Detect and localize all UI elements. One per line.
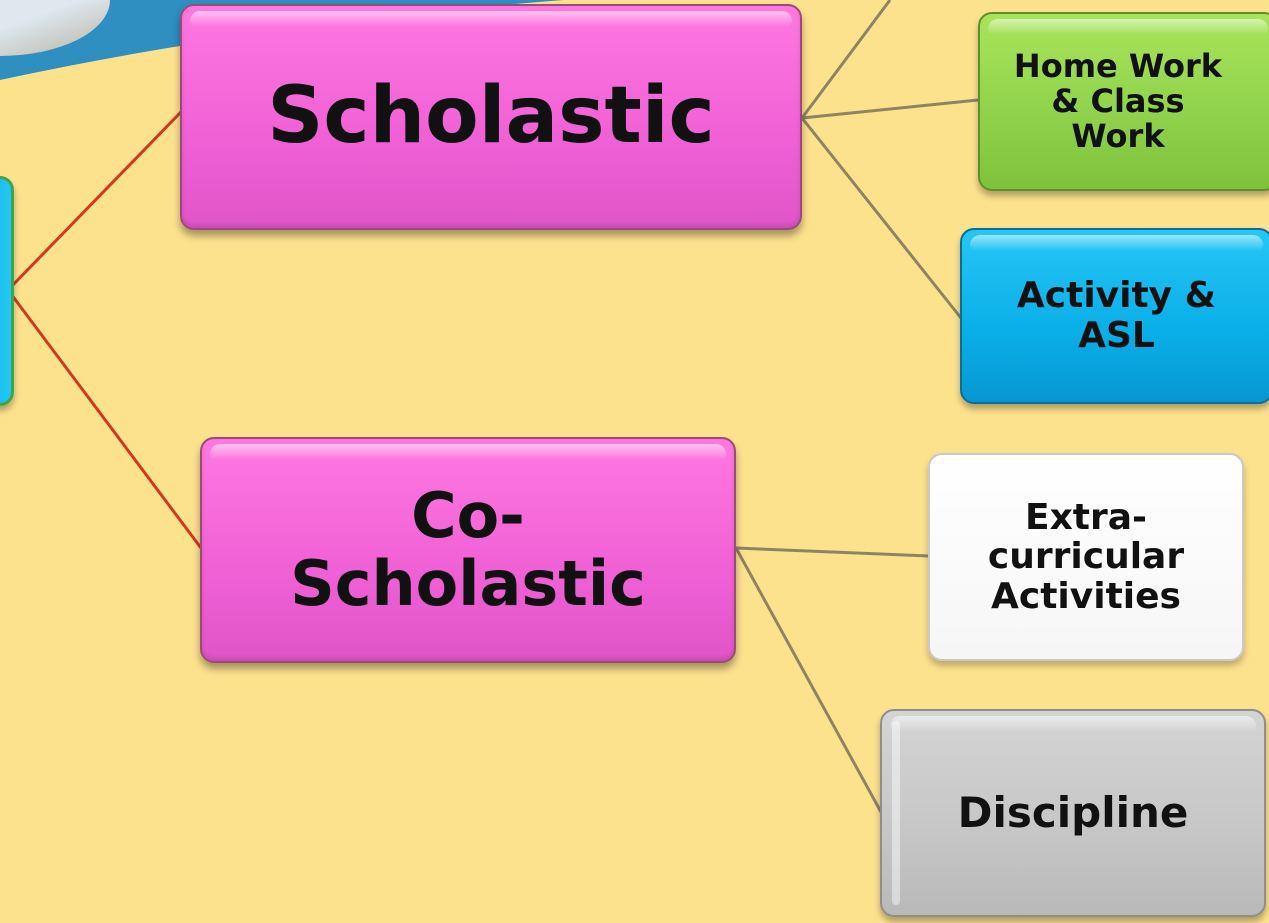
link-scholastic-activity bbox=[800, 117, 963, 319]
link-coscholastic-extra bbox=[735, 546, 930, 558]
node-co-scholastic: Co- Scholastic bbox=[200, 437, 736, 663]
node-homework-classwork: Home Work & Class Work bbox=[978, 12, 1269, 191]
node-activity-asl: Activity & ASL bbox=[960, 228, 1269, 404]
node-extracurricular: Extra- curricular Activities bbox=[928, 453, 1244, 661]
node-discipline-label: Discipline bbox=[957, 787, 1189, 837]
node-discipline: Discipline bbox=[880, 709, 1266, 917]
node-scholastic: Scholastic bbox=[180, 4, 802, 230]
node-activity-asl-label: Activity & ASL bbox=[1016, 275, 1217, 356]
link-scholastic-homework bbox=[801, 98, 979, 120]
link-root-scholastic bbox=[6, 110, 183, 292]
root-node-box bbox=[0, 176, 14, 406]
node-co-scholastic-label: Co- Scholastic bbox=[290, 478, 646, 620]
link-scholastic-top bbox=[800, 0, 892, 119]
link-root-coscholastic bbox=[6, 289, 203, 549]
connector-lines bbox=[6, 0, 979, 813]
link-coscholastic-discipline bbox=[734, 547, 883, 813]
node-extracurricular-label: Extra- curricular Activities bbox=[987, 496, 1185, 617]
node-homework-classwork-label: Home Work & Class Work bbox=[1013, 46, 1223, 156]
node-scholastic-label: Scholastic bbox=[267, 71, 715, 162]
